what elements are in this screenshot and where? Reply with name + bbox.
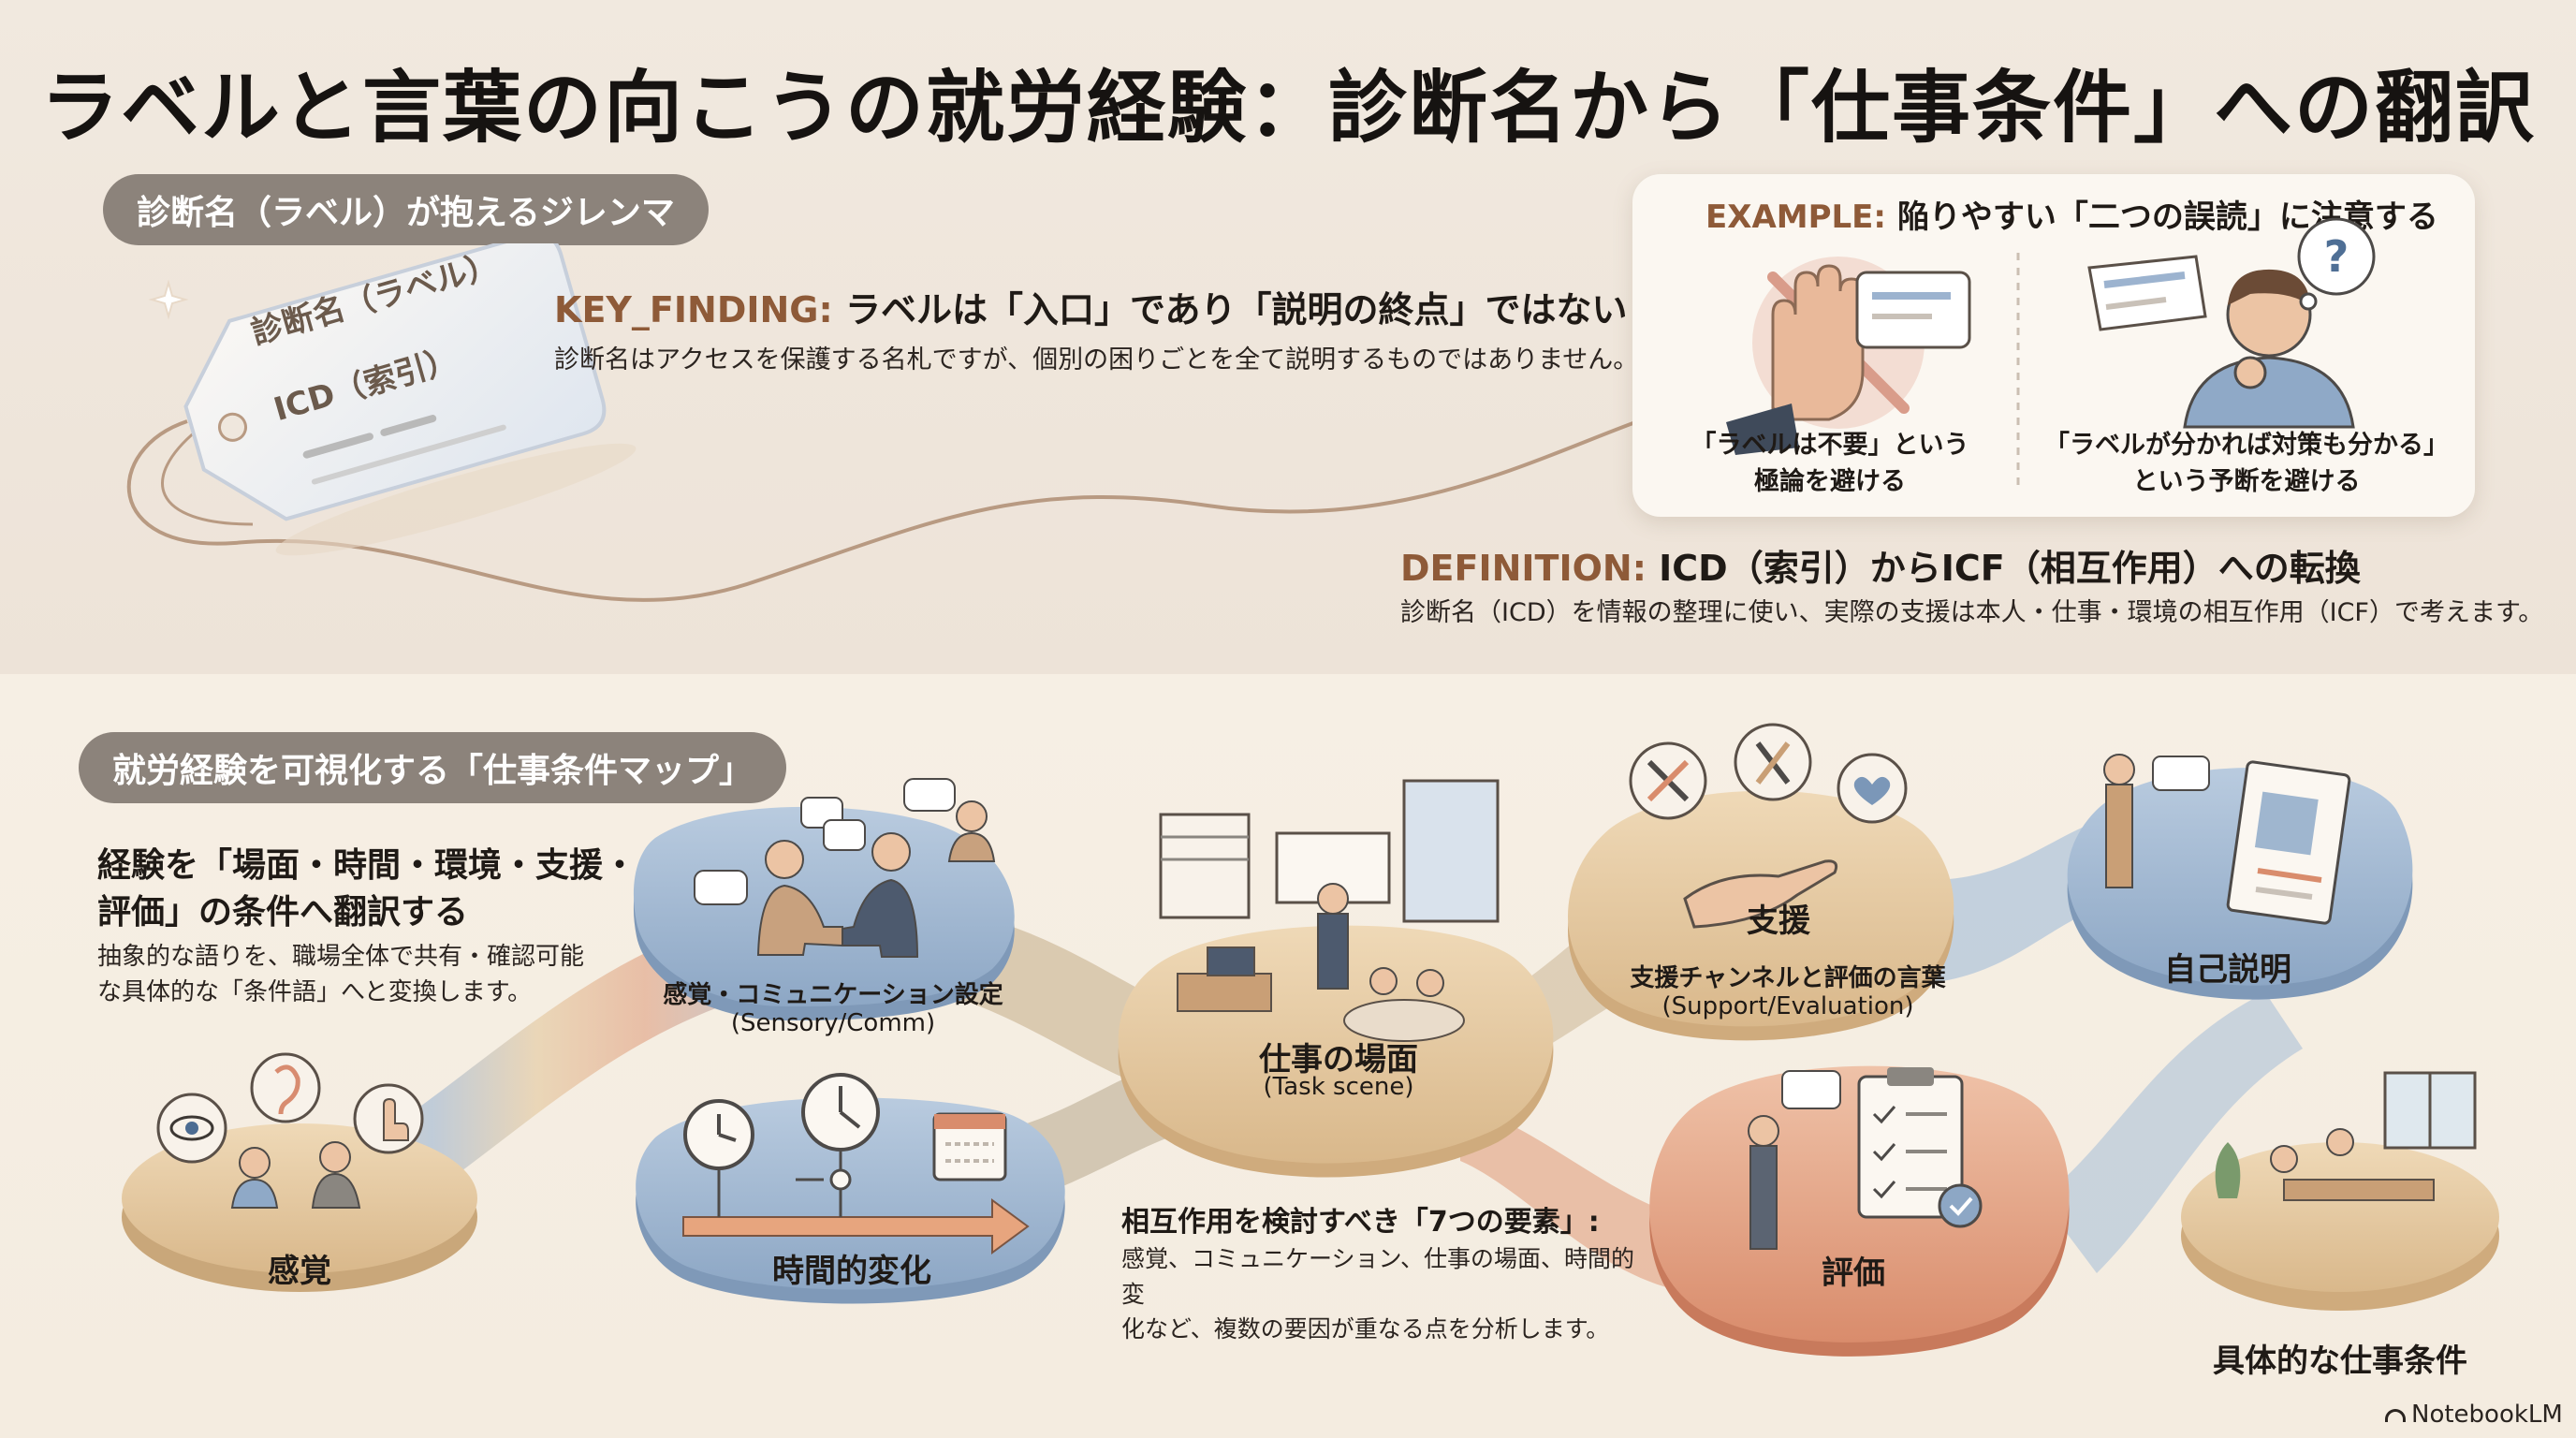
office-icon [1159,779,1500,1042]
node-evaluation-label: 評価 [1822,1255,1885,1292]
key-finding-title: ラベルは「入口」であり「説明の終点」ではない [844,289,1628,330]
calendar-icon [932,1112,1007,1181]
key-finding-heading: KEY_FINDING: ラベルは「入口」であり「説明の終点」ではない [554,281,1628,332]
node-task-scene [1118,779,1554,1178]
clock-icon [683,1073,880,1170]
ear-icon [250,1052,321,1123]
map-body: 抽象的な語りを、職場全体で共有・確認可能 な具体的な「条件語」へと変換します。 [97,943,585,1006]
node-sense-label: 感覚 [268,1253,331,1290]
speech-bubble-icon [694,778,956,905]
section2-pill: 就労経験を可視化する「仕事条件マップ」 [79,732,787,803]
node-support [1568,723,1954,1041]
label-tag-illustration [126,243,1639,602]
node-support-channel-label: 支援チャンネルと評価の言葉 [1630,964,1946,992]
node-support-label: 支援 [1747,902,1810,940]
two-people-icon [230,1141,361,1209]
seven-elements-heading: 相互作用を検討すべき「7つの要素」: [1121,1206,1600,1239]
example-label: EXAMPLE: [1705,198,1886,236]
example-left-caption: 「ラベルは不要」という 極論を避ける [1690,431,1969,497]
touch-icon [353,1083,424,1154]
page-title: ラベルと言葉の向こうの就労経験：診断名から「仕事条件」への翻訳 [39,62,2536,154]
key-finding-body: 診断名はアクセスを保護する名札ですが、個別の困りごとを全て説明するものではありま… [554,345,1639,374]
node-concrete-conditions [2181,1071,2499,1311]
node-concrete-conditions-label: 具体的な仕事条件 [2213,1343,2467,1380]
sparkle-icon [148,279,189,320]
definition-body: 診断名（ICD）を情報の整理に使い、実際の支援は本人・仕事・環境の相互作用（IC… [1400,598,2544,627]
node-sensory-comm [633,778,1015,1020]
node-self-explanation-label: 自己説明 [2164,951,2291,989]
key-finding-label: KEY_FINDING: [554,289,833,330]
node-task-en: (Task scene) [1263,1073,1414,1101]
thinking-person-icon [2183,269,2355,429]
svg-text:?: ? [2324,231,2349,282]
label-tag-icon [183,243,637,556]
clipboard-icon [1857,1067,1983,1228]
seven-elements-body: 感覚、コミュニケーション、仕事の場面、時間的変 化など、複数の要因が重なる点を分… [1121,1245,1635,1343]
eye-icon [156,1093,227,1164]
example-illustrations: ? [1726,217,2376,492]
definition-title: ICD（索引）からICF（相互作用）への転換 [1659,548,2361,589]
node-sense [122,1052,477,1292]
node-time-label: 時間的変化 [772,1253,931,1290]
node-sensory-comm-label: 感覚・コミュニケーション設定 [663,981,1003,1009]
definition-heading: DEFINITION: ICD（索引）からICF（相互作用）への転換 [1400,539,2361,591]
profile-doc-icon [2226,760,2351,925]
notebook-icon [2385,1408,2406,1422]
work-condition-map [122,723,2499,1357]
example-right-caption: 「ラベルが分かれば対策も分かる」 という予断を避ける [2044,431,2449,497]
speech-card-icon [2087,255,2207,331]
node-time [636,1073,1065,1304]
node-task-label: 仕事の場面 [1259,1041,1418,1078]
notebooklm-brand: NotebookLM [2385,1401,2563,1429]
tools-icon [1629,741,1707,820]
tag-string [126,419,1639,602]
node-support-channel-en: (Support/Evaluation) [1661,992,1914,1020]
node-evaluation [1649,1065,2070,1357]
question-bubble-icon: ? [2297,217,2376,311]
section1-pill: 診断名（ラベル）が抱えるジレンマ [103,174,709,245]
utensils-icon [1734,723,1812,801]
speech-card-icon [1855,271,1971,349]
map-heading: 経験を「場面・時間・環境・支援・ 評価」の条件へ翻訳する [97,846,637,932]
node-sensory-comm-en: (Sensory/Comm) [730,1009,936,1037]
node-self-explanation [2067,754,2413,1000]
heart-hand-icon [1837,753,1908,824]
definition-label: DEFINITION: [1400,548,1647,589]
handshake-icon [756,832,919,958]
